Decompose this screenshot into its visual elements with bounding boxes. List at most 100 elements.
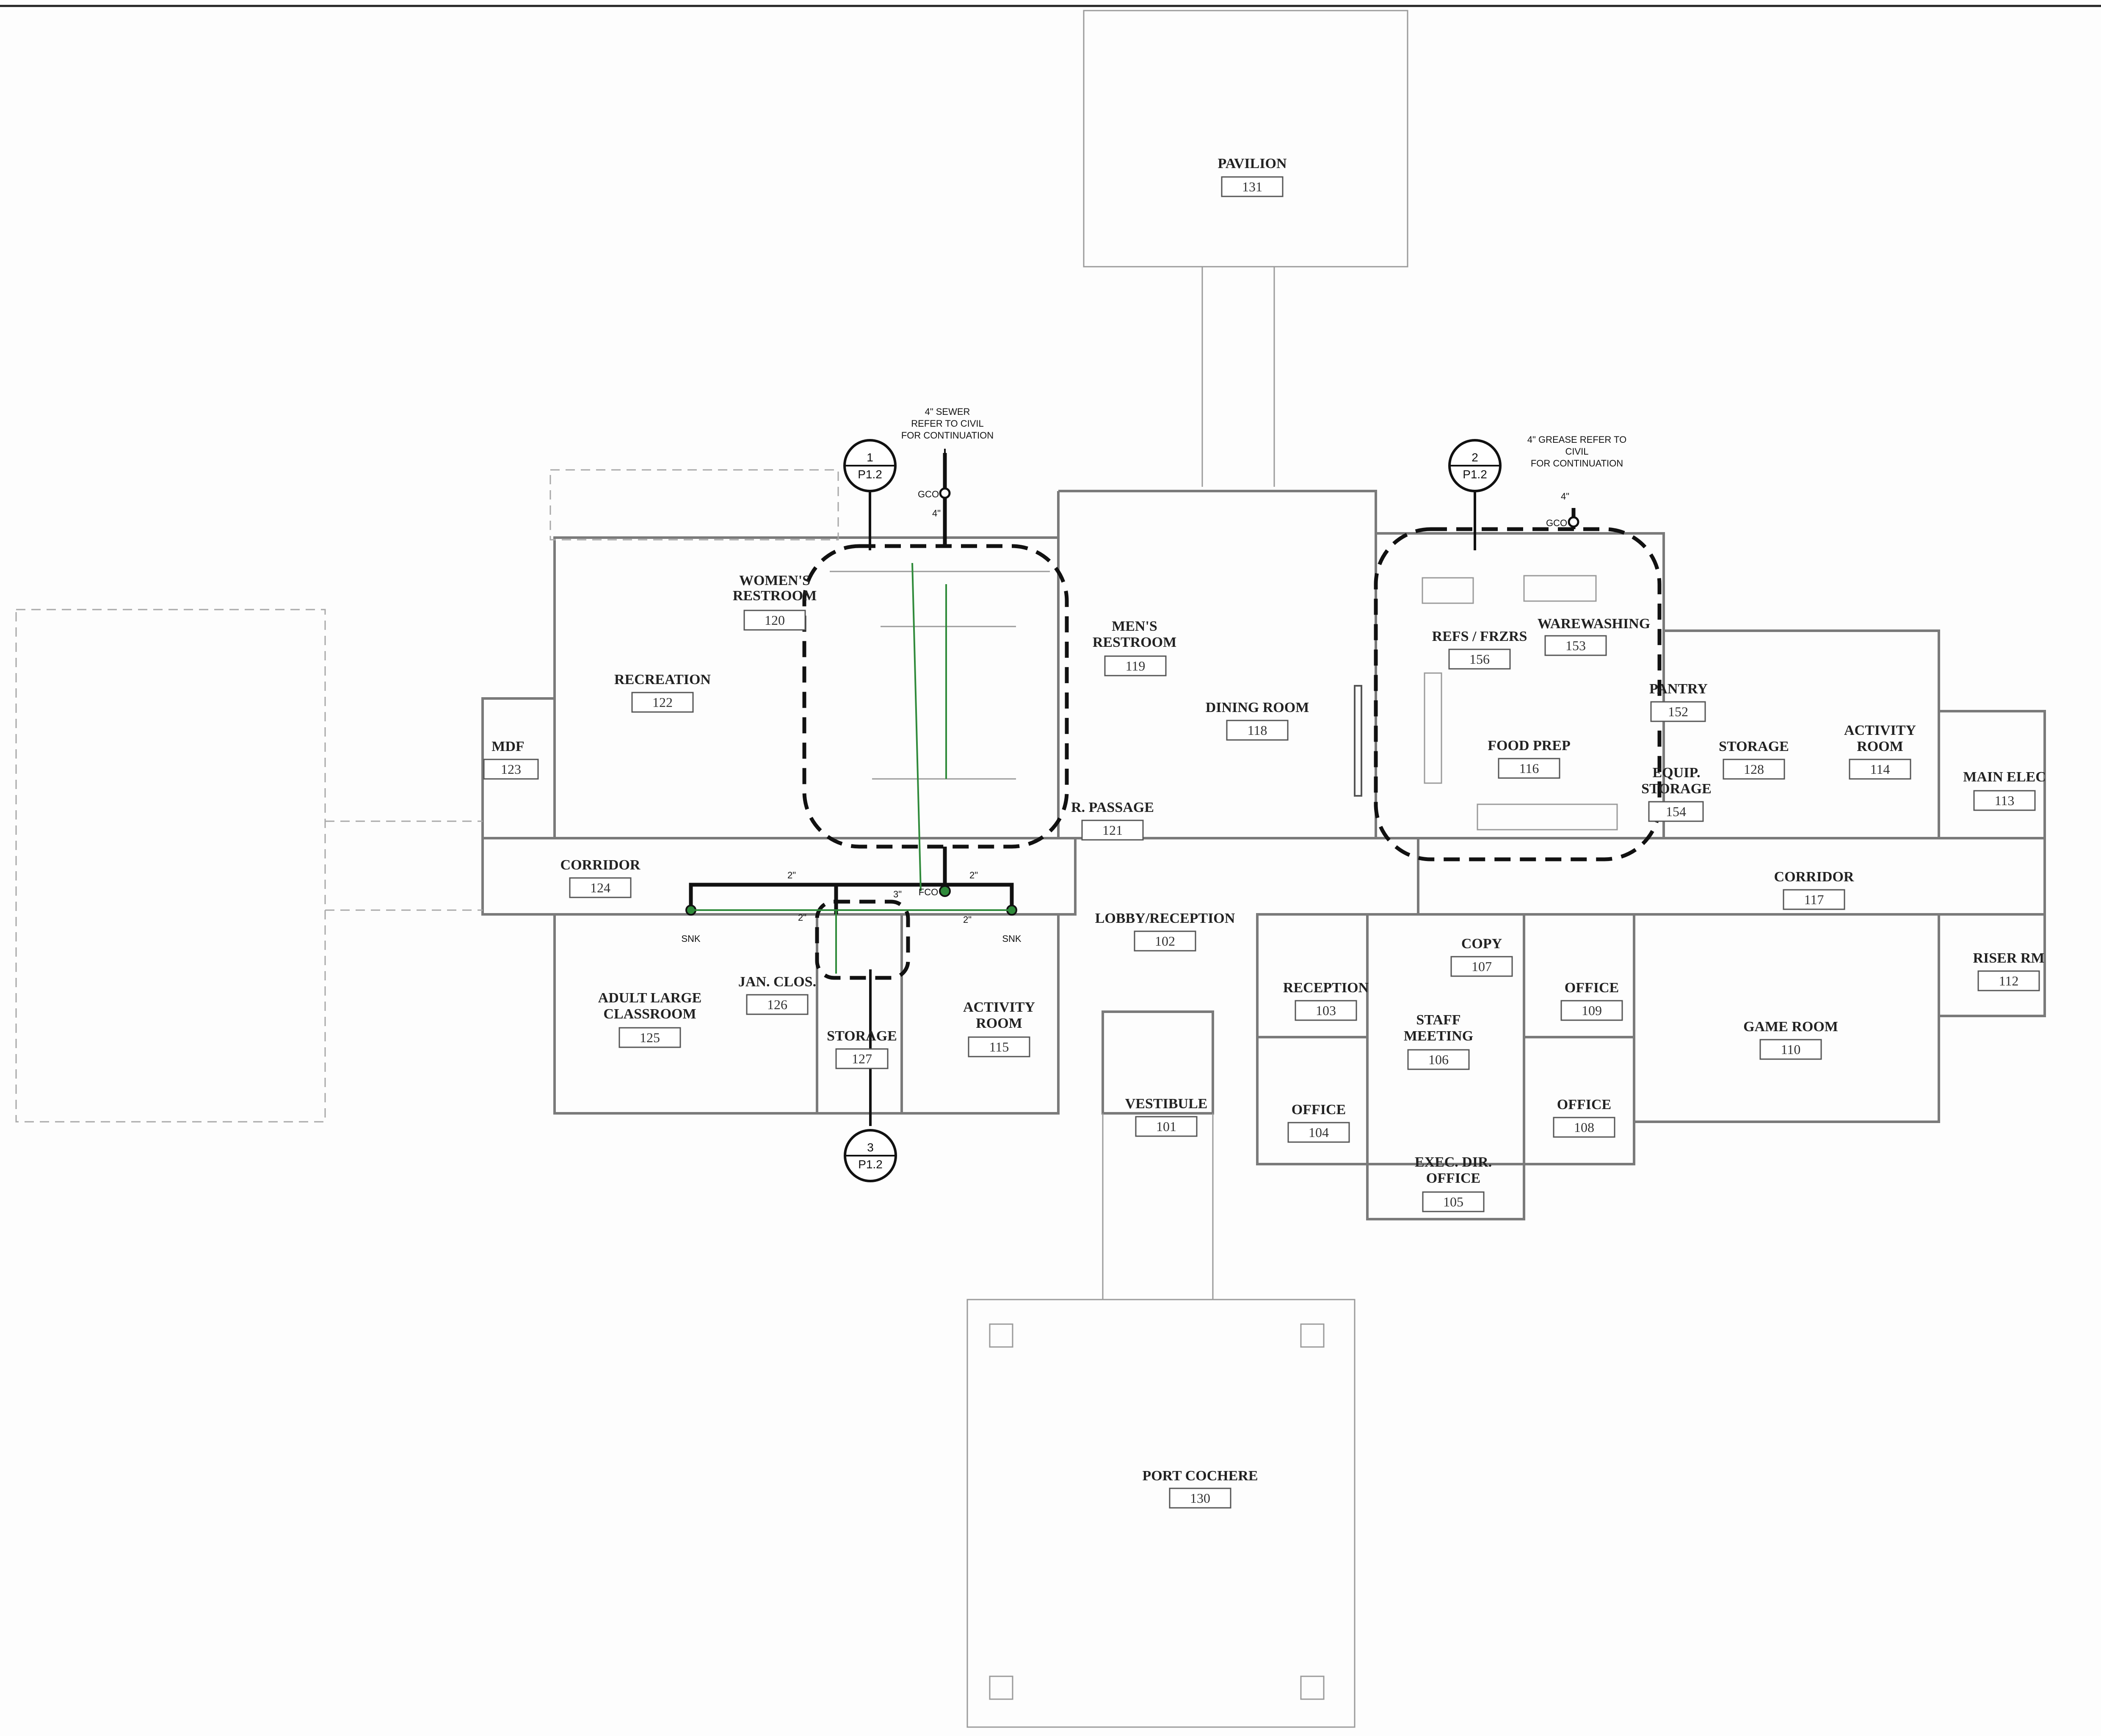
callout-3: 3 P1.2 <box>844 1129 897 1182</box>
grease-note-line-3: FOR CONTINUATION <box>1531 458 1623 469</box>
room-name-line-1: ACTIVITY <box>1844 723 1916 738</box>
pipe-size-2: 2" <box>969 870 978 880</box>
room-dining-room: DINING ROOM 118 <box>1206 700 1309 741</box>
room-name: JAN. CLOS. <box>738 974 816 990</box>
room-game-room: GAME ROOM 110 <box>1743 1019 1838 1060</box>
room-activity-114: ACTIVITY ROOM 114 <box>1844 723 1916 780</box>
room-r-passage: R. PASSAGE 121 <box>1071 800 1154 841</box>
sewer-note-line-2: REFER TO CIVIL <box>911 418 984 429</box>
room-port-cochere: PORT COCHERE 130 <box>1142 1468 1258 1509</box>
callout-1-sheet: P1.2 <box>858 468 882 481</box>
room-vestibule: VESTIBULE 101 <box>1125 1096 1208 1137</box>
pipe-size-5: 2" <box>963 914 972 925</box>
gco-marker-2 <box>1568 516 1579 528</box>
room-name: DINING ROOM <box>1206 700 1309 715</box>
room-name-line-2: OFFICE <box>1426 1170 1480 1186</box>
room-name-line-2: CLASSROOM <box>603 1006 696 1022</box>
room-name: MAIN ELEC <box>1963 769 2046 785</box>
room-name: LOBBY/RECEPTION <box>1095 911 1235 926</box>
room-number: 108 <box>1574 1120 1594 1135</box>
room-name: R. PASSAGE <box>1071 800 1154 815</box>
room-number: 116 <box>1519 761 1539 776</box>
room-activity-115: ACTIVITY ROOM 115 <box>963 999 1035 1057</box>
room-name-line-1: STAFF <box>1416 1012 1460 1028</box>
sewer-note: 4" SEWER REFER TO CIVIL FOR CONTINUATION <box>901 406 994 441</box>
room-number: 122 <box>652 695 673 710</box>
sewer-note-line-3: FOR CONTINUATION <box>901 430 994 441</box>
room-corridor-124: CORRIDOR 124 <box>560 857 641 898</box>
room-copy: COPY 107 <box>1450 936 1513 977</box>
room-number: 153 <box>1565 638 1586 653</box>
gco-label-1: GCO <box>918 489 939 500</box>
room-office-109: OFFICE 109 <box>1560 980 1623 1021</box>
room-name-line-1: MEN'S <box>1112 618 1157 634</box>
room-number: 112 <box>1999 973 2019 988</box>
callout-1: 1 P1.2 <box>843 439 897 492</box>
detail-cloud-3 <box>815 900 910 980</box>
room-name: STORAGE <box>1719 739 1789 754</box>
room-name-line-1: EXEC. DIR. <box>1415 1154 1492 1170</box>
walls <box>15 10 2046 1728</box>
room-exec-dir-office: EXEC. DIR. OFFICE 105 <box>1415 1154 1492 1212</box>
room-name: VESTIBULE <box>1125 1096 1208 1112</box>
room-number: 121 <box>1102 822 1123 838</box>
pipe-size-4: 2" <box>798 912 806 923</box>
room-number: 115 <box>989 1039 1009 1054</box>
room-number: 110 <box>1781 1042 1801 1057</box>
room-riser-rm: RISER RM 112 <box>1973 950 2045 991</box>
grease-note: 4" GREASE REFER TO CIVIL FOR CONTINUATIO… <box>1527 434 1626 469</box>
room-name-line-1: EQUIP. <box>1652 765 1700 781</box>
grease-note-line-1: 4" GREASE REFER TO <box>1527 434 1626 445</box>
callout-1-num: 1 <box>867 451 873 464</box>
plumbing <box>685 449 1662 1126</box>
room-name: RECREATION <box>614 672 711 687</box>
room-number: 114 <box>1870 762 1890 777</box>
room-number: 154 <box>1666 804 1686 819</box>
callout-3-num: 3 <box>867 1141 874 1154</box>
room-lobby: LOBBY/RECEPTION 102 <box>1095 911 1235 952</box>
room-number: 107 <box>1472 959 1492 974</box>
snk-label-1: SNK <box>681 933 701 944</box>
snk-label-2: SNK <box>1002 933 1022 944</box>
room-number: 123 <box>501 762 521 777</box>
room-office-104: OFFICE 104 <box>1287 1102 1350 1143</box>
room-number: 156 <box>1469 651 1490 667</box>
room-jan-clos: JAN. CLOS. 126 <box>738 974 816 1015</box>
room-name: PORT COCHERE <box>1142 1468 1258 1484</box>
room-number: 128 <box>1744 762 1764 777</box>
room-number: 152 <box>1668 704 1688 719</box>
room-name: RECEPTION <box>1283 980 1369 996</box>
room-name-line-2: ROOM <box>976 1016 1022 1031</box>
room-number: 101 <box>1156 1119 1176 1134</box>
room-storage-128: STORAGE 128 <box>1719 739 1789 780</box>
room-number: 127 <box>852 1051 872 1066</box>
room-number: 124 <box>590 880 610 895</box>
room-name: RISER RM <box>1973 950 2044 966</box>
fco-label: FCO <box>919 887 938 897</box>
room-pavilion: PAVILION 131 <box>1218 156 1287 197</box>
room-office-108: OFFICE 108 <box>1553 1097 1615 1138</box>
room-name-line-1: ADULT LARGE <box>598 990 702 1006</box>
room-staff-meeting: STAFF MEETING 106 <box>1404 1012 1473 1070</box>
room-name: MDF <box>491 739 524 754</box>
room-name: STORAGE <box>827 1028 897 1044</box>
callout-2: 2 P1.2 <box>1448 439 1502 492</box>
detail-cloud-2 <box>1374 527 1662 861</box>
room-number: 113 <box>1995 793 2015 808</box>
room-number: 125 <box>640 1030 660 1045</box>
room-name: CORRIDOR <box>1774 869 1854 885</box>
room-adult-classroom: ADULT LARGE CLASSROOM 125 <box>598 990 702 1048</box>
room-number: 109 <box>1582 1003 1602 1018</box>
room-number: 120 <box>765 613 785 628</box>
pipe-size-sewer: 4" <box>932 508 941 519</box>
callout-2-sheet: P1.2 <box>1463 468 1487 481</box>
room-number: 106 <box>1428 1052 1449 1067</box>
room-name: OFFICE <box>1565 980 1619 996</box>
room-number: 103 <box>1316 1003 1336 1018</box>
room-number: 104 <box>1309 1125 1329 1140</box>
gco-label-2: GCO <box>1546 518 1567 528</box>
room-mdf: MDF 123 <box>483 739 539 780</box>
room-number: 131 <box>1242 179 1262 194</box>
fco-marker <box>939 885 951 897</box>
